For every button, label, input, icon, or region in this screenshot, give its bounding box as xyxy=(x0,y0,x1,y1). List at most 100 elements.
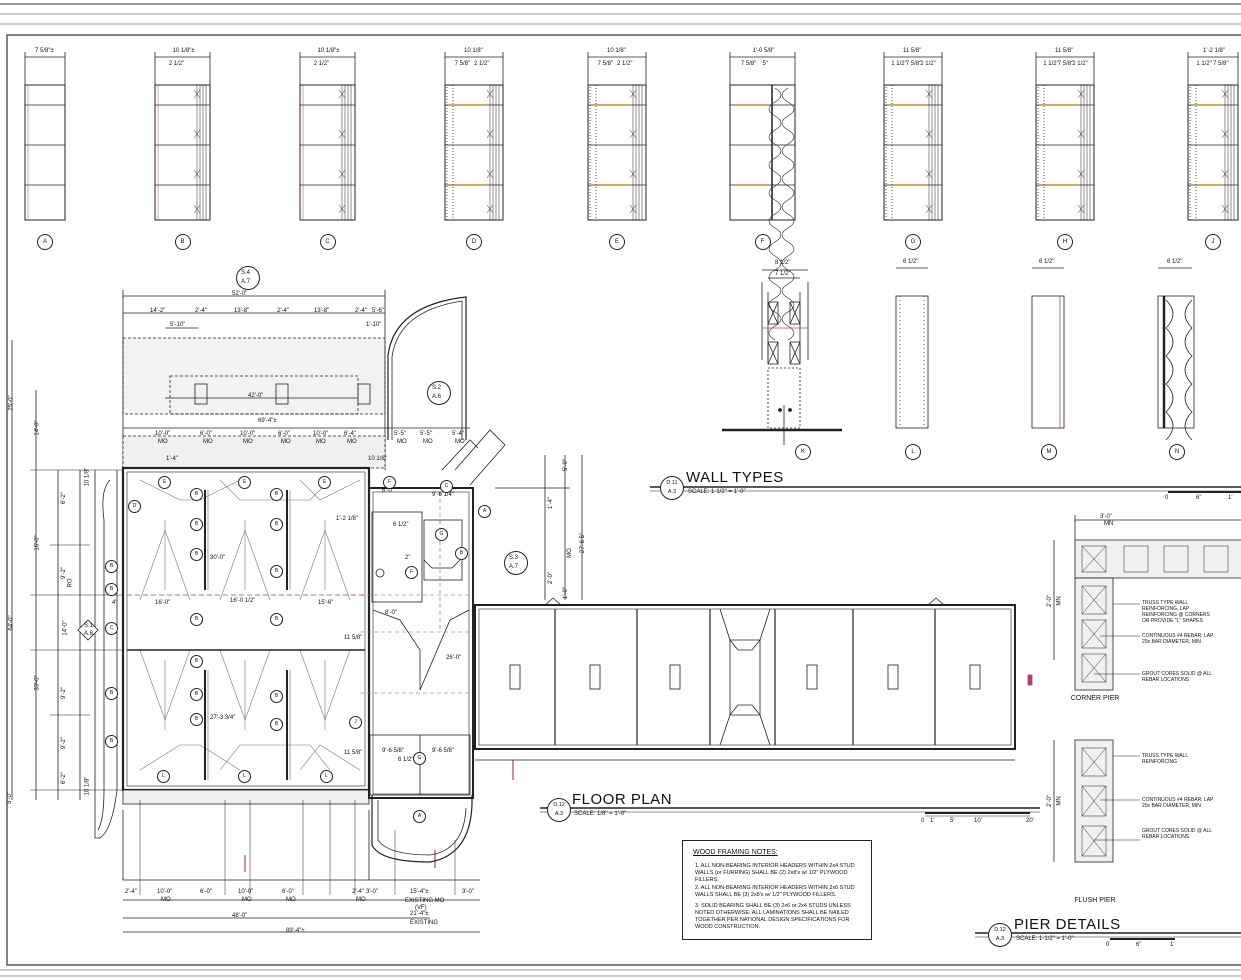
room-dim-4: 27'-3 3/4" xyxy=(210,715,236,721)
bottom-dim-0: 2'-4" xyxy=(125,889,137,895)
room-dim-10: 8'-0" xyxy=(385,610,397,616)
wall-type-section-h xyxy=(1035,52,1095,221)
pier-bar-0: 0 xyxy=(1106,942,1110,948)
wood-framing-note-2: 2. ALL NON-BEARING INTERIOR HEADERS WITH… xyxy=(695,885,855,898)
plan-wall-tag-23: E xyxy=(158,476,171,489)
bottom-dim-5: 2'-4" xyxy=(352,889,364,895)
wall-tag-n: N xyxy=(1169,444,1185,460)
plan-wall-tag-30: J xyxy=(349,716,362,729)
room-dim-8: 9'-6 5/8" xyxy=(382,748,404,754)
wall-h-dim-3: 2 1/2" xyxy=(1072,61,1088,67)
wall-h-dim-2: 7 5/8" xyxy=(1057,61,1074,67)
wall-g-dim-total: 11 5/8" xyxy=(903,48,922,54)
wall-type-section-c xyxy=(299,52,356,221)
floor-plan-drawing xyxy=(11,290,1040,933)
wall-j-dim-total: 1'-2 1/8" xyxy=(1203,48,1225,54)
wall-k-dim: 8 1/2" xyxy=(775,260,791,266)
pier-details-sheet-ref: A.3 xyxy=(995,936,1005,942)
bottom-dim-10: 21'-4"± xyxy=(410,911,429,917)
wall-tag-g: G xyxy=(905,234,921,250)
bottom-dim-6: 3'-0" xyxy=(366,889,378,895)
dim-top-11: 69'-4"± xyxy=(258,418,277,424)
left-dim-0: 25'-0" xyxy=(8,395,15,411)
bottom-mo-2: MO xyxy=(286,897,296,903)
wall-types-detail-bubble: D.11 A.3 xyxy=(660,476,684,500)
dim-top-5: 13'-8" xyxy=(314,308,330,314)
wall-f-dim-1: 7 5/8" xyxy=(740,61,757,67)
plan-wall-tag-4: B xyxy=(105,687,118,700)
room-dim-6: 6'-0" xyxy=(382,488,394,494)
opening-mo-7: MO xyxy=(423,439,433,445)
bottom-mo-1: MO xyxy=(242,897,252,903)
wall-tag-l: L xyxy=(905,444,921,460)
opening-dim-8: 5'-4" xyxy=(452,431,464,437)
plan-wall-tag-18: B xyxy=(270,718,283,731)
room-dim-18: 4" xyxy=(112,600,118,606)
pier-dim-corner-mn: MN xyxy=(1056,596,1063,606)
pier-details-detail-id: D.12 xyxy=(994,927,1006,933)
wall-tag-c: C xyxy=(319,234,336,250)
wall-type-sections xyxy=(24,52,1239,341)
plan-wall-tag-26: F xyxy=(383,476,396,489)
section-mark-s3-ref: A.7 xyxy=(509,564,519,570)
floor-plan-scale: SCALE: 1/8" = 1'-0" xyxy=(574,811,627,817)
room-dim-9: 9'-6 5/8" xyxy=(432,748,454,754)
wall-types-detail-id: D.11 xyxy=(666,480,678,486)
plan-wall-tag-20: C xyxy=(105,622,118,635)
section-mark-s1-ref: A.6 xyxy=(84,631,94,637)
plan-wall-tag-0: A xyxy=(478,505,491,518)
plan-wall-tag-9: B xyxy=(270,488,283,501)
wood-framing-notes: WOOD FRAMING NOTES: 1. ALL NON-BEARING I… xyxy=(682,840,872,940)
plan-wall-tag-3: B xyxy=(105,583,118,596)
bottom-note-vf: (VF) xyxy=(415,905,427,911)
wall-types-title: WALL TYPES xyxy=(686,469,784,486)
room-dim-3: 30'-0" xyxy=(210,555,226,561)
wall-c-dim-total: 10 1/8"± xyxy=(317,48,340,54)
wall-type-k xyxy=(722,269,842,445)
room-dim-14: 6 1/2" xyxy=(398,757,414,763)
wall-d-dim-1: 7 5/8" xyxy=(454,61,471,67)
wall-types-title-rule xyxy=(650,486,1241,493)
corner-pier-note-2: CONTINUOUS #4 REBAR; LAP 20x BAR DIAMETE… xyxy=(1142,633,1214,645)
wall-g-dim-2: 7 5/8" xyxy=(905,61,922,67)
wall-l-dim: 6 1/2" xyxy=(903,259,919,265)
room-dim-12: 11 5/8" xyxy=(344,750,363,756)
section-mark-s1-id: S.1 xyxy=(84,623,94,629)
bottom-dim-3: 10'-0" xyxy=(238,889,254,895)
plan-wall-tag-28: G xyxy=(435,528,448,541)
section-mark-s2-id: S.2 xyxy=(432,385,442,391)
flush-pier-label: FLUSH PIER xyxy=(1074,897,1116,904)
plan-wall-tag-29: G xyxy=(413,752,426,765)
floor-plan-sheet-ref: A.3 xyxy=(554,811,564,817)
plan-wall-tag-6: B xyxy=(190,488,203,501)
pier-details-detail-bubble: D.12 A.3 xyxy=(988,923,1012,947)
wall-type-section-f xyxy=(729,52,796,341)
section-mark-s4-id: S.4 xyxy=(241,270,251,276)
pier-details-title: PIER DETAILS xyxy=(1014,916,1121,933)
flush-pier-note-3: GROUT CORES SOLID @ ALL REBAR LOCATIONS xyxy=(1142,828,1212,840)
plan-wall-tag-31: L xyxy=(157,770,170,783)
plan-wall-tag-24: E xyxy=(238,476,251,489)
dim-top-8: 5'-10" xyxy=(170,322,186,328)
plan-wall-tag-16: B xyxy=(190,713,203,726)
plan-wall-tag-11: B xyxy=(270,565,283,578)
wall-h-dim-total: 11 5/8" xyxy=(1055,48,1074,54)
left-dim-14: RO xyxy=(67,578,74,588)
pier-dim-width-mn: MN xyxy=(1104,521,1114,527)
bottom-dim-9: 48'-0" xyxy=(232,913,248,919)
right-dim-1: 5'-0" xyxy=(562,459,569,471)
bottom-mo-3: MO xyxy=(356,897,366,903)
left-dim-4: 16'-0" xyxy=(34,535,41,551)
left-dim-6: 14'-0" xyxy=(62,620,69,636)
dim-top-6: 2'-4" xyxy=(355,308,367,314)
wall-j-dim-2: 7 5/8" xyxy=(1213,61,1229,67)
wall-type-m xyxy=(1031,267,1065,429)
floor-plan-bar-2: 5' xyxy=(950,818,955,824)
opening-mo-2: MO xyxy=(243,439,253,445)
wall-types-bar-6in: 6" xyxy=(1196,495,1202,501)
pier-dim-corner: 2'-0" xyxy=(1046,595,1053,607)
plan-wall-tag-22: D xyxy=(128,500,141,513)
opening-dim-1: 6'-0" xyxy=(200,431,212,437)
left-dim-3: 33'-0" xyxy=(34,675,41,691)
